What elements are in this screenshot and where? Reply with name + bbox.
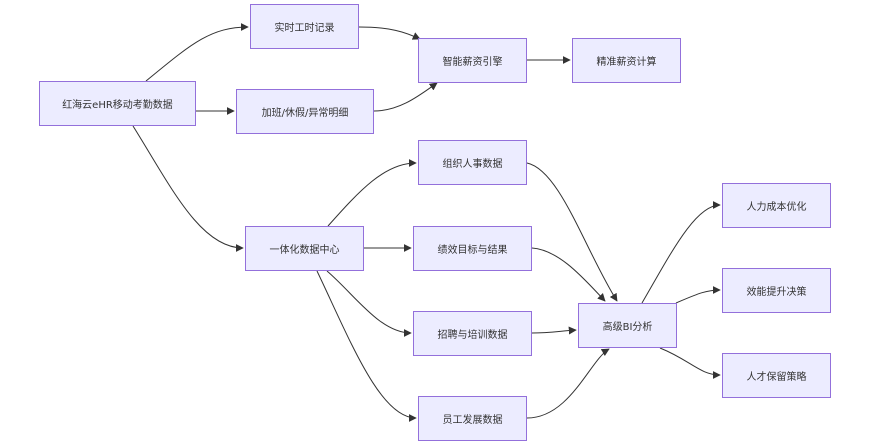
edge-I-to-K (531, 326, 577, 335)
node-bi-analysis: 高级BI分析 (578, 303, 677, 348)
node-label: 实时工时记录 (274, 23, 335, 34)
node-performance: 绩效目标与结果 (413, 226, 532, 271)
node-label: 高级BI分析 (602, 322, 653, 333)
edge-G-to-K (526, 162, 618, 302)
node-payroll-engine: 智能薪资引擎 (418, 38, 527, 83)
edge-F-to-I (326, 270, 412, 337)
edge-J-to-K (526, 348, 610, 419)
node-org-hr-data: 组织人事数据 (418, 140, 527, 185)
edge-C-to-D (373, 82, 438, 112)
node-label: 组织人事数据 (442, 159, 503, 170)
node-efficiency-decision: 效能提升决策 (722, 268, 831, 313)
node-label: 一体化数据中心 (269, 245, 340, 256)
node-label: 精准薪资计算 (596, 57, 657, 68)
node-employee-development: 员工发展数据 (418, 396, 527, 441)
node-label: 人才保留策略 (746, 372, 807, 383)
node-label: 智能薪资引擎 (442, 57, 503, 68)
node-attendance-data: 红海云eHR移动考勤数据 (39, 81, 196, 126)
edge-F-to-G (327, 159, 417, 227)
node-overtime-leave-details: 加班/休假/异常明细 (236, 89, 374, 134)
node-talent-retention: 人才保留策略 (722, 353, 831, 398)
edge-K-to-N (659, 347, 721, 379)
edge-F-to-J (316, 270, 417, 422)
node-realtime-hours: 实时工时记录 (250, 4, 359, 49)
node-label: 红海云eHR移动考勤数据 (62, 100, 173, 111)
edge-K-to-L (641, 201, 721, 304)
node-precise-payroll: 精准薪资计算 (572, 38, 681, 83)
node-label: 员工发展数据 (442, 415, 503, 426)
edge-H-to-K (531, 247, 606, 302)
node-label: 招聘与培训数据 (437, 330, 508, 341)
node-recruit-training: 招聘与培训数据 (413, 311, 532, 356)
edge-B-to-D (358, 26, 421, 40)
edge-A-to-F (132, 125, 244, 252)
node-label: 人力成本优化 (746, 202, 807, 213)
edge-K-to-M (675, 286, 721, 304)
node-data-center: 一体化数据中心 (245, 226, 364, 271)
node-label: 绩效目标与结果 (437, 245, 508, 256)
node-label: 加班/休假/异常明细 (261, 108, 349, 119)
edge-A-to-B (145, 23, 249, 82)
node-label: 效能提升决策 (746, 287, 807, 298)
node-labor-cost: 人力成本优化 (722, 183, 831, 228)
